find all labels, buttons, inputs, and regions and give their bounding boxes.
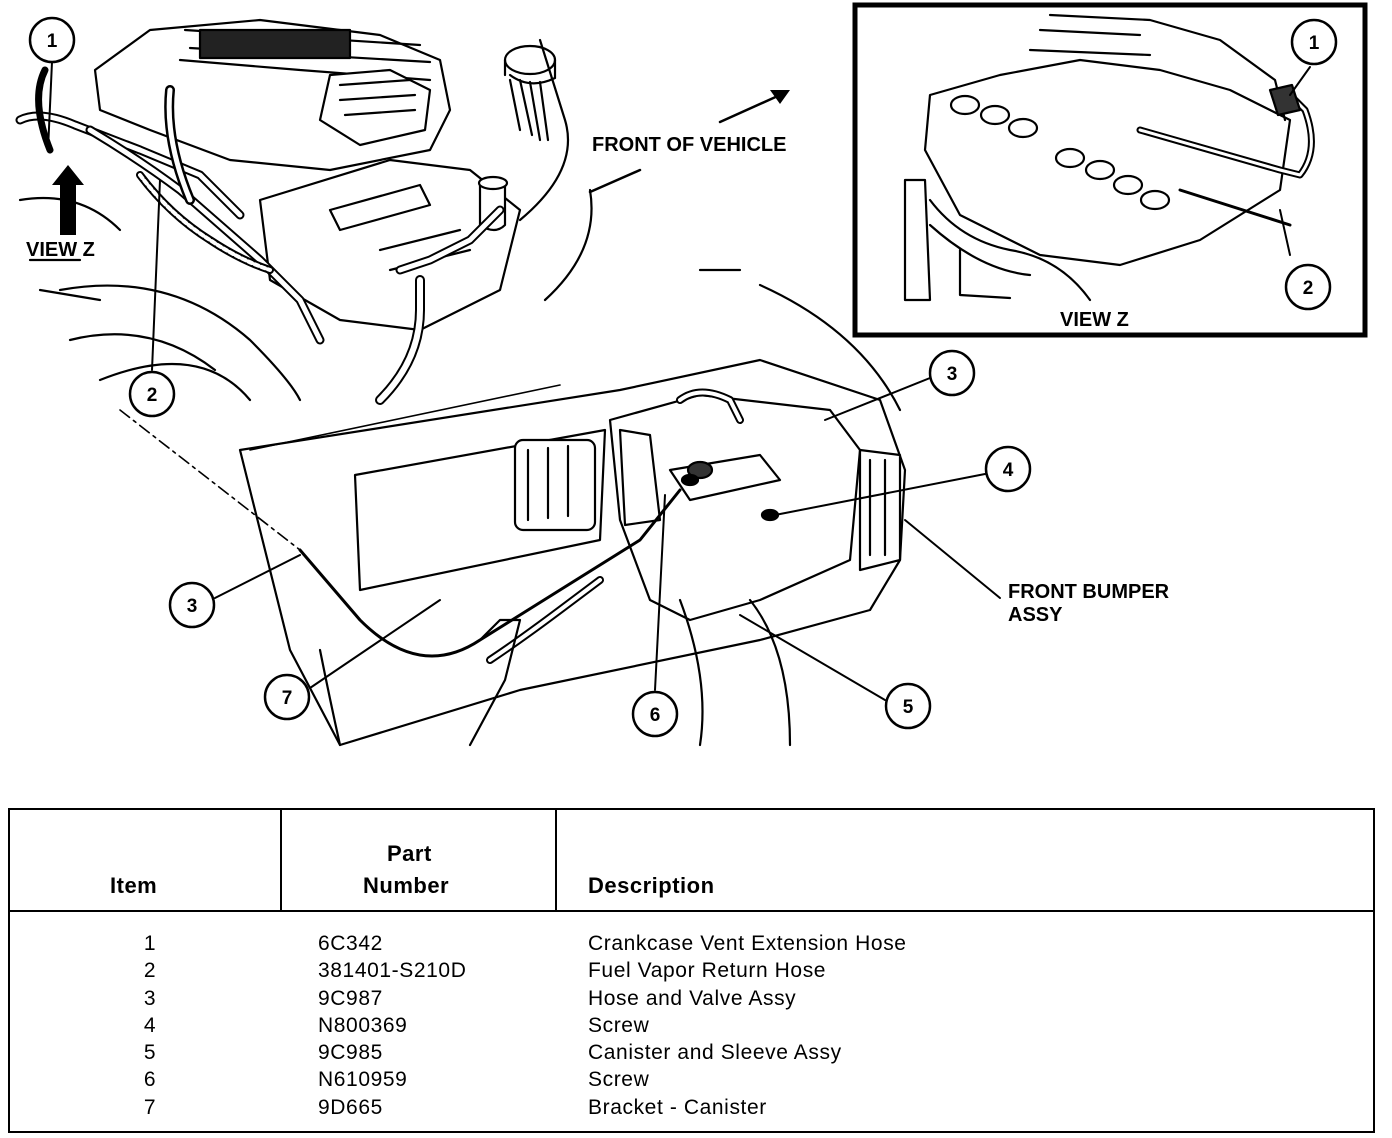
callout-1-inset: 1 xyxy=(1290,18,1338,66)
callout-number: 2 xyxy=(1303,278,1314,299)
header-description: Description xyxy=(588,873,715,898)
column-divider xyxy=(555,810,557,910)
parts-diagram: VIEW Z FRONT OF VEHICLE VIEW Z xyxy=(15,2,1368,747)
callout-number: 1 xyxy=(47,31,58,52)
callout-number: 2 xyxy=(147,385,158,406)
item-cell: 2 xyxy=(143,959,157,983)
table-row: 4 N800369 Screw xyxy=(10,1014,1373,1041)
callout-4: 4 xyxy=(984,445,1032,493)
callout-2-inset: 2 xyxy=(1284,263,1332,311)
description-cell: Fuel Vapor Return Hose xyxy=(588,959,827,983)
callout-leaders xyxy=(47,61,1311,701)
item-cell: 6 xyxy=(143,1068,157,1092)
engine-illustration xyxy=(15,18,593,405)
intake-manifold-illustration xyxy=(903,13,1315,302)
front-bumper-label-line2: ASSY xyxy=(1008,604,1063,626)
part-number-cell: 381401-S210D xyxy=(318,959,467,983)
item-cell: 3 xyxy=(143,986,157,1010)
description-cell: Hose and Valve Assy xyxy=(588,986,797,1010)
callout-7: 7 xyxy=(263,673,311,721)
part-number-cell: N610959 xyxy=(318,1068,408,1092)
item-cell: 5 xyxy=(143,1041,157,1065)
table-row: 7 9D665 Bracket - Canister xyxy=(10,1096,1373,1123)
description-cell: Bracket - Canister xyxy=(588,1095,767,1119)
part-number-cell: 9C987 xyxy=(318,986,383,1010)
header-part-line2: Number xyxy=(363,873,450,898)
part-number-cell: 9D665 xyxy=(318,1095,383,1119)
table-row: 3 9C987 Hose and Valve Assy xyxy=(10,987,1373,1014)
front-direction-arrows xyxy=(588,90,790,194)
callout-number: 1 xyxy=(1309,33,1320,54)
front-bumper-label-line1: FRONT BUMPER xyxy=(1008,581,1170,603)
view-z-arrow xyxy=(52,165,84,235)
callout-1-engine: 1 xyxy=(28,16,76,64)
callout-number: 7 xyxy=(282,688,293,709)
description-cell: Screw xyxy=(588,1068,650,1092)
callout-number: 6 xyxy=(650,705,661,726)
callout-5: 5 xyxy=(884,682,932,730)
description-cell: Crankcase Vent Extension Hose xyxy=(588,932,907,955)
table-body: 1 6C342 Crankcase Vent Extension Hose 2 … xyxy=(10,932,1373,1123)
table-row: 5 9C985 Canister and Sleeve Assy xyxy=(10,1041,1373,1068)
callout-6: 6 xyxy=(631,690,679,738)
callout-3-left: 3 xyxy=(168,581,216,629)
table-row: 1 6C342 Crankcase Vent Extension Hose xyxy=(10,932,1373,959)
header-part-line1: Part xyxy=(387,841,432,866)
callout-number: 5 xyxy=(903,697,914,718)
parts-table: Item Part Number Description 1 6C342 Cra… xyxy=(8,808,1375,1133)
front-of-vehicle-label: FRONT OF VEHICLE xyxy=(592,134,786,156)
item-cell: 1 xyxy=(143,932,157,955)
header-item: Item xyxy=(110,873,158,898)
callout-number: 3 xyxy=(187,596,198,617)
callout-number: 4 xyxy=(1003,460,1014,481)
view-z-label-main: VIEW Z xyxy=(26,239,95,261)
table-row: 6 N610959 Screw xyxy=(10,1068,1373,1095)
view-z-label-inset: VIEW Z xyxy=(1060,309,1129,331)
part-number-cell: 9C985 xyxy=(318,1041,383,1065)
callout-3-right: 3 xyxy=(928,349,976,397)
callout-number: 3 xyxy=(947,364,958,385)
part-number-cell: 6C342 xyxy=(318,932,383,955)
header-divider xyxy=(10,910,1373,912)
description-cell: Screw xyxy=(588,1013,650,1037)
item-cell: 4 xyxy=(143,1013,157,1037)
part-number-cell: N800369 xyxy=(318,1013,408,1037)
table-row: 2 381401-S210D Fuel Vapor Return Hose xyxy=(10,959,1373,986)
description-cell: Canister and Sleeve Assy xyxy=(588,1041,842,1065)
callout-2-engine: 2 xyxy=(128,370,176,418)
item-cell: 7 xyxy=(143,1095,157,1119)
canister-illustration xyxy=(119,268,907,747)
column-divider xyxy=(280,810,282,910)
front-bumper-leader xyxy=(904,519,1001,599)
